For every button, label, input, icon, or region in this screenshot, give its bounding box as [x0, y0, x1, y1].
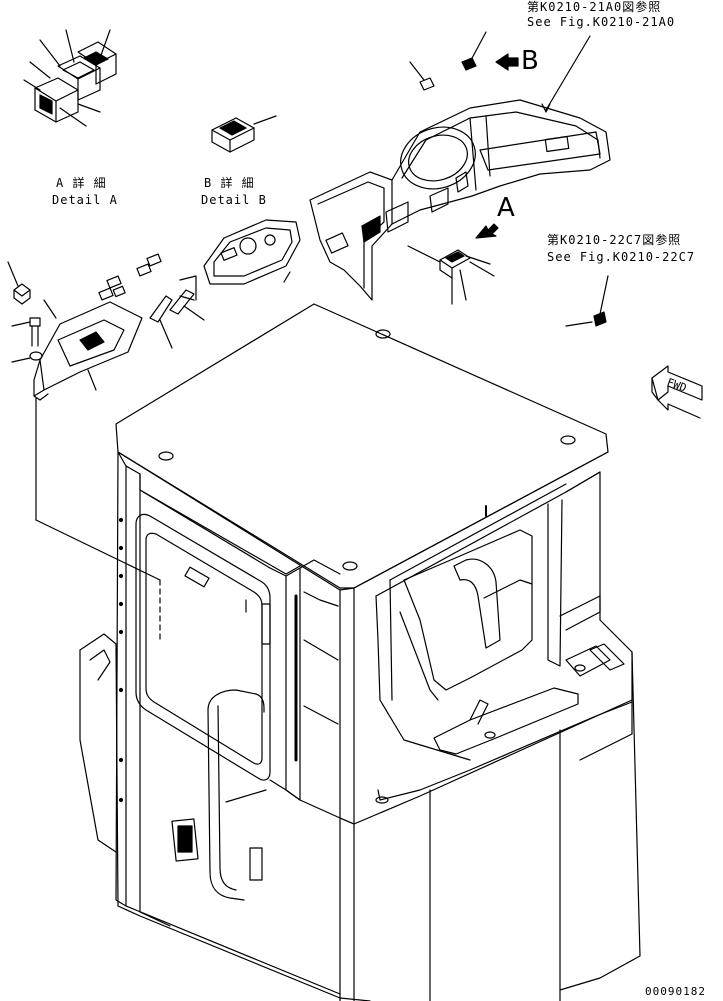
ref-leader-top-head — [541, 103, 551, 113]
view-letter-b: B — [521, 46, 539, 76]
ref-top-jp: 第K0210-21A0図参照 — [527, 0, 662, 14]
detail-b-title-en: Detail B — [201, 193, 267, 207]
cab-body — [79, 303, 641, 1001]
connector-top — [409, 31, 487, 91]
ref-right-jp: 第K0210-22C7図参照 — [547, 233, 682, 247]
detail-b-switch — [211, 115, 277, 153]
fwd-label: FWD — [665, 376, 688, 395]
detail-a-title-en: Detail A — [52, 193, 118, 207]
ref-leader-top — [545, 35, 591, 111]
detail-b-title-jp: B 詳 細 — [204, 176, 255, 190]
ref-top-en: See Fig.K0210-21A0 — [527, 15, 676, 29]
exploded-panel-parts — [7, 219, 301, 641]
view-letter-a: A — [497, 193, 515, 223]
ref-right-en: See Fig.K0210-22C7 — [547, 250, 696, 264]
view-arrow-b — [495, 53, 519, 71]
dashboard-assembly — [309, 99, 611, 301]
fwd-arrow — [651, 365, 703, 419]
view-arrow-a — [475, 223, 499, 239]
connector-a — [407, 245, 495, 305]
connector-right — [565, 275, 609, 327]
detail-a-title-jp: A 詳 細 — [56, 176, 107, 190]
detail-a-switch-cluster — [23, 29, 117, 127]
drawing-number: 00090182 — [645, 985, 706, 998]
